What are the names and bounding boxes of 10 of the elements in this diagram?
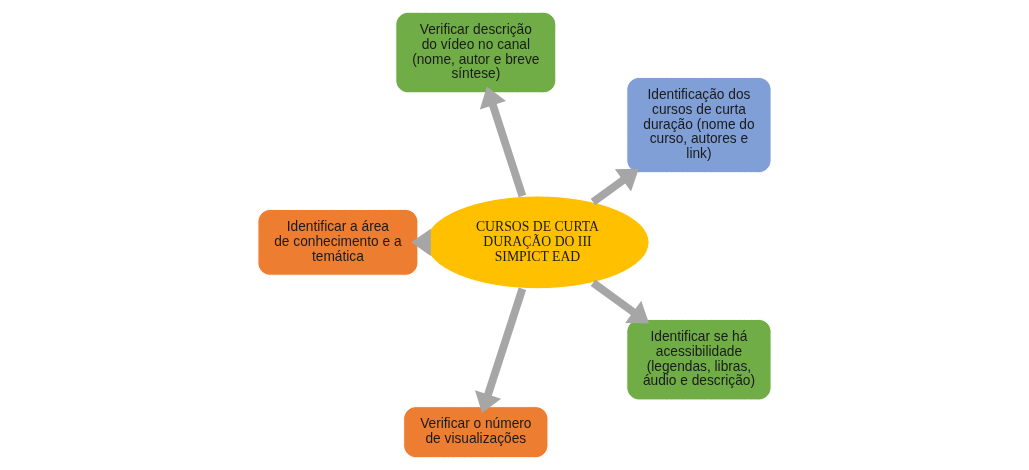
node-box: Verificar o número de visualizações <box>403 406 549 459</box>
node-box: Verificar descrição do vídeo no canal (nome, autor e breve síntese) <box>395 11 557 94</box>
node-box: Identificar a área de conhecimento e a temática <box>257 209 419 276</box>
arrow <box>479 86 527 198</box>
arrow <box>475 287 527 414</box>
arrow <box>590 279 650 324</box>
node-box: Identificar se há acessibilidade (legendas, libras, áudio e descrição) <box>626 318 772 401</box>
arrow <box>590 168 639 206</box>
arrow <box>411 228 431 257</box>
node-box: Identificação dos cursos de curta duração (nome do curso, autores e link) <box>626 76 772 174</box>
